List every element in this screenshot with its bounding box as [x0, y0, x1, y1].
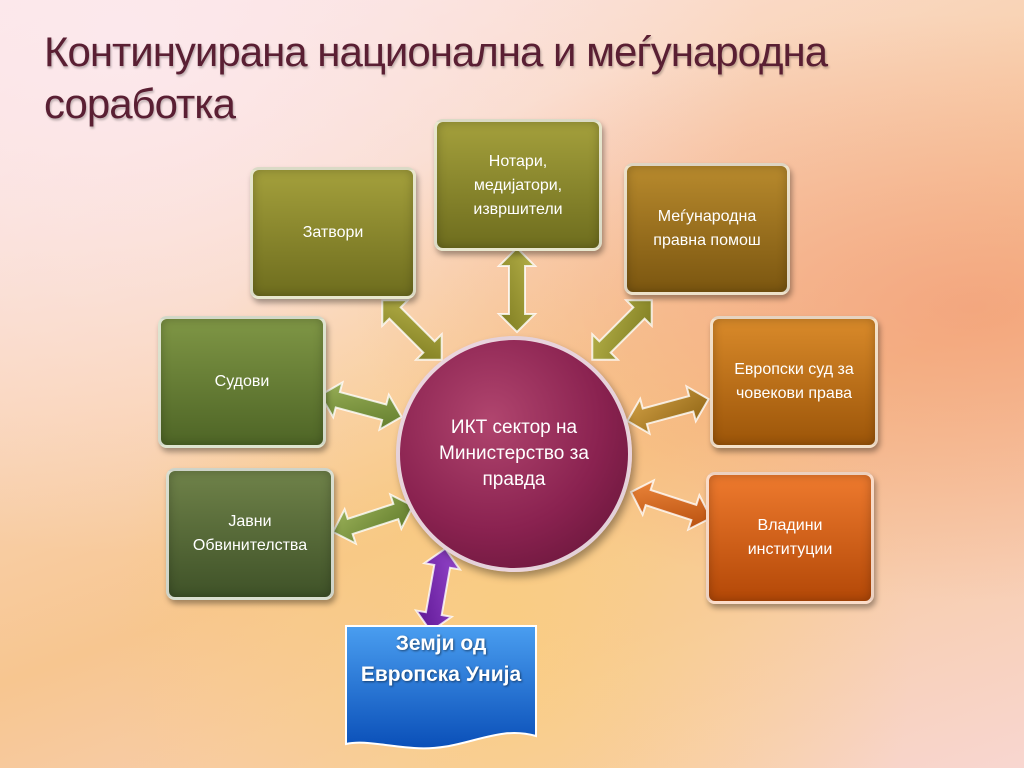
center-node-label: ИКТ сектор на Министерство за правда	[439, 417, 589, 490]
node-eu-label: Земји од Европска Унија	[360, 632, 522, 686]
node-notari: Нотари, медијатори, извршители	[434, 119, 602, 251]
slide-title: Континуирана национална и меѓународна со…	[44, 26, 944, 130]
center-node: ИКТ сектор на Министерство за правда	[396, 336, 632, 572]
arrow-sudovi	[314, 376, 408, 436]
node-megjunarodna: Меѓународна правна помош	[624, 163, 790, 295]
title-line-1: Континуирана национална и меѓународна	[44, 28, 828, 75]
node-evropski-sud: Европски суд за човекови права	[710, 316, 878, 448]
node-vladini: Владини институции	[706, 472, 874, 604]
node-notari-label: Нотари, медијатори, извршители	[473, 153, 563, 218]
node-zatvori: Затвори	[250, 167, 416, 299]
arrow-vladini	[624, 473, 718, 537]
node-sudovi-label: Судови	[214, 373, 270, 390]
arrow-megjunarodna	[578, 286, 666, 374]
arrow-evropski-sud	[621, 380, 715, 440]
node-megjunarodna-label: Меѓународна правна помош	[653, 208, 761, 249]
node-zatvori-label: Затвори	[302, 224, 364, 241]
node-javni-label: Јавни Обвинителства	[192, 513, 308, 554]
node-javni: Јавни Обвинителства	[166, 468, 334, 600]
title-line-2: соработка	[44, 80, 236, 127]
node-evropski-sud-label: Европски суд за човекови права	[734, 361, 854, 402]
arrow-eu	[411, 544, 465, 636]
node-eu: Земји од Европска Унија	[344, 624, 538, 756]
eu-document-shape	[345, 625, 537, 750]
node-vladini-label: Владини институции	[747, 517, 833, 558]
arrow-notari	[498, 247, 536, 333]
node-sudovi: Судови	[158, 316, 326, 448]
